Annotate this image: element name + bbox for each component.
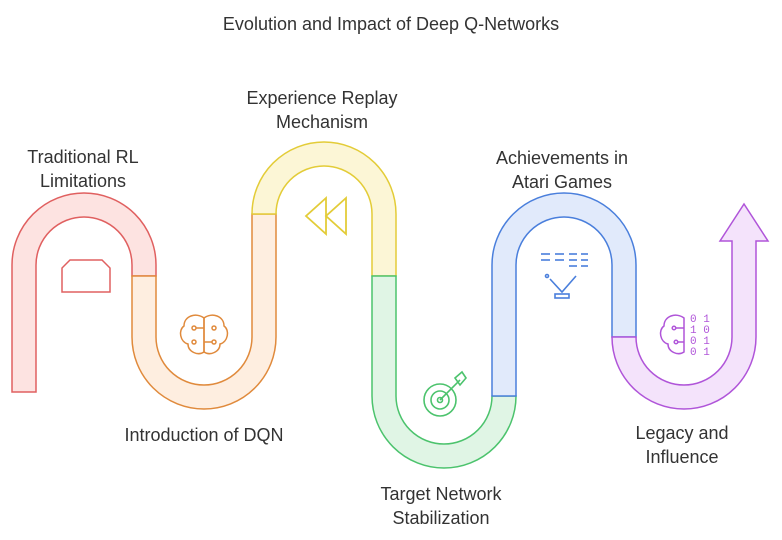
rewind-icon xyxy=(304,195,347,237)
segment-legacy xyxy=(611,202,770,410)
segment-experience-replay xyxy=(251,141,397,277)
target-arrow-icon xyxy=(423,370,468,417)
stage-label-introduction-dqn: Introduction of DQN xyxy=(124,425,284,445)
bent-plate-icon xyxy=(61,259,111,293)
brain-circuit-icon xyxy=(179,314,229,355)
binary-text: 1 0 xyxy=(690,325,710,337)
segment-target-network xyxy=(371,275,517,469)
diagram-title: Evolution and Impact of Deep Q-Networks xyxy=(222,14,560,34)
stage-label-legacy: Legacy and Influence xyxy=(635,423,729,467)
stage-label-experience-replay: Experience Replay Mechanism xyxy=(246,88,398,132)
binary-brain-icon: 0 1 1 0 0 1 0 1 xyxy=(659,314,710,359)
stage-label-atari-achievements: Achievements in Atari Games xyxy=(495,148,629,192)
binary-text: 0 1 xyxy=(690,347,710,359)
segment-traditional-rl xyxy=(11,192,157,393)
stage-label-target-network: Target Network Stabilization xyxy=(380,484,502,528)
segment-atari-achievements xyxy=(491,192,637,397)
binary-text: 0 1 xyxy=(690,314,710,326)
binary-text: 0 1 xyxy=(690,336,710,348)
segment-introduction-dqn xyxy=(131,213,277,410)
breakout-game-icon xyxy=(541,253,588,299)
stage-label-traditional-rl: Traditional RL Limitations xyxy=(27,147,139,191)
